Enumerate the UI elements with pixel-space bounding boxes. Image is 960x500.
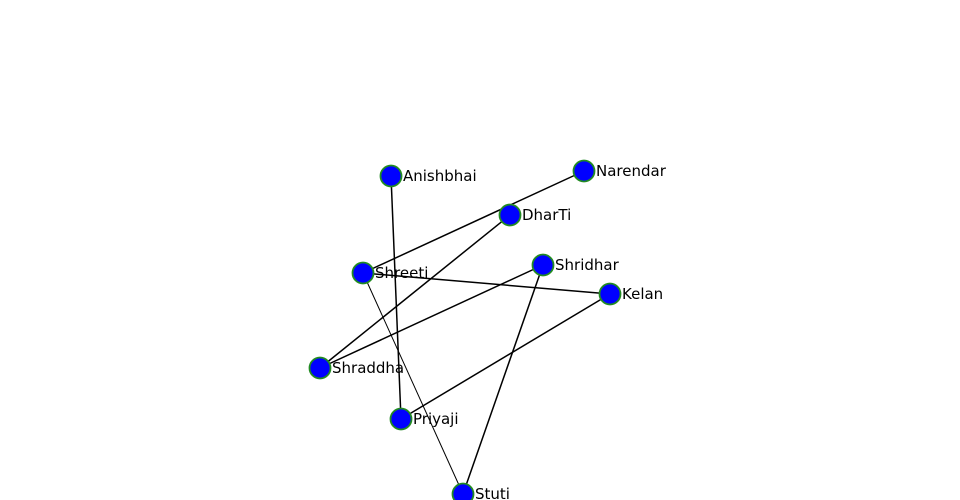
node-shreeti: Shreeti bbox=[351, 261, 428, 285]
node-circle-shraddha bbox=[308, 356, 332, 380]
edge-shridhar-stuti bbox=[462, 264, 544, 495]
node-label-priyaji: Priyaji bbox=[413, 410, 459, 428]
node-label-stuti: Stuti bbox=[475, 485, 510, 500]
node-circle-narendar bbox=[572, 159, 596, 183]
edge-shreeti-stuti bbox=[362, 272, 464, 495]
node-anishbhai: Anishbhai bbox=[379, 164, 477, 188]
edge-kelan-priyaji bbox=[400, 293, 611, 420]
node-label-kelan: Kelan bbox=[622, 285, 663, 303]
edges-layer bbox=[319, 170, 611, 495]
node-shraddha: Shraddha bbox=[308, 356, 404, 380]
edge-dharti-shraddha bbox=[319, 214, 511, 369]
node-label-shreeti: Shreeti bbox=[375, 264, 428, 282]
node-shridhar: Shridhar bbox=[531, 253, 620, 277]
node-circle-anishbhai bbox=[379, 164, 403, 188]
node-circle-kelan bbox=[598, 282, 622, 306]
edge-shreeti-kelan bbox=[362, 272, 611, 295]
node-label-shridhar: Shridhar bbox=[555, 256, 620, 274]
node-circle-shridhar bbox=[531, 253, 555, 277]
node-label-shraddha: Shraddha bbox=[332, 359, 404, 377]
node-kelan: Kelan bbox=[598, 282, 663, 306]
edge-narendar-shreeti bbox=[362, 170, 585, 274]
node-circle-shreeti bbox=[351, 261, 375, 285]
edge-anishbhai-priyaji bbox=[390, 175, 402, 420]
node-label-narendar: Narendar bbox=[596, 162, 667, 180]
node-label-dharti: DharTi bbox=[522, 206, 571, 224]
node-priyaji: Priyaji bbox=[389, 407, 459, 431]
node-narendar: Narendar bbox=[572, 159, 667, 183]
node-dharti: DharTi bbox=[498, 203, 571, 227]
node-circle-stuti bbox=[451, 482, 475, 500]
node-label-anishbhai: Anishbhai bbox=[403, 167, 477, 185]
node-circle-dharti bbox=[498, 203, 522, 227]
node-stuti: Stuti bbox=[451, 482, 510, 500]
edge-shridhar-shraddha bbox=[319, 264, 544, 369]
node-circle-priyaji bbox=[389, 407, 413, 431]
